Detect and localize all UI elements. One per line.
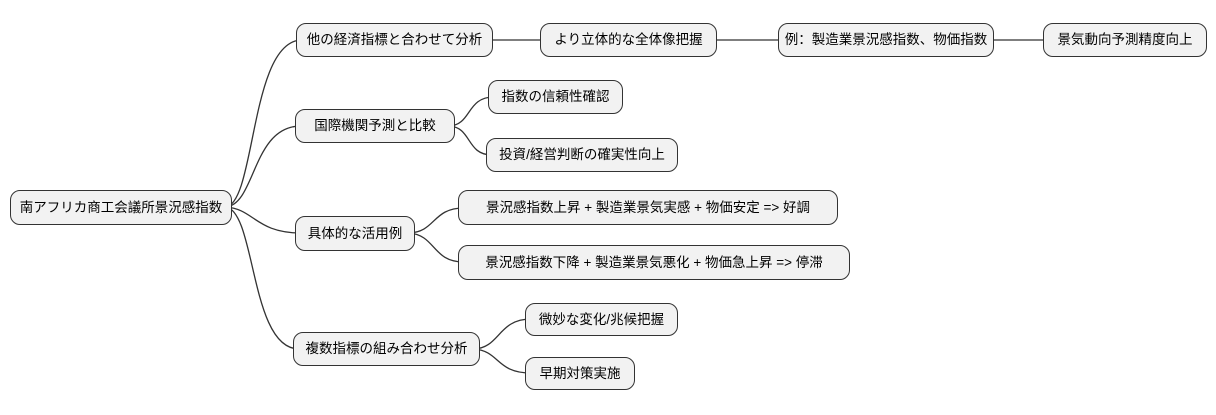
node-branch4-child2: 早期対策実施 — [525, 357, 635, 390]
node-branch2: 国際機関予測と比較 — [295, 109, 455, 143]
edge-branch3-to-child1 — [408, 207, 465, 234]
edge-branch4-to-child1 — [473, 318, 532, 350]
edge-root-to-branch1 — [225, 39, 303, 208]
edge-branch3-to-child2 — [408, 232, 465, 263]
node-branch3-child2: 景況感指数下降 + 製造業景気悪化 + 物価急上昇 => 停滞 — [458, 245, 850, 280]
edge-branch4-to-child2 — [473, 348, 532, 374]
edge-root-to-branch2 — [225, 125, 302, 208]
node-branch2-child1: 指数の信頼性確認 — [488, 80, 623, 114]
node-branch3: 具体的な活用例 — [295, 216, 415, 251]
node-branch4-child1: 微妙な変化/兆候把握 — [525, 303, 678, 336]
node-branch4: 複数指標の組み合わせ分析 — [293, 332, 480, 366]
node-root: 南アフリカ商工会議所景況感指数 — [10, 190, 232, 225]
node-branch3-child1: 景況感指数上昇 + 製造業景気実感 + 物価安定 => 好調 — [458, 190, 838, 225]
node-branch1-level4: 景気動向予測精度向上 — [1043, 23, 1207, 57]
edge-root-to-branch4 — [225, 206, 300, 350]
edge-root-to-branch3 — [225, 206, 302, 234]
node-branch1: 他の経済指標と合わせて分析 — [296, 23, 493, 57]
node-branch2-child2: 投資/経営判断の確実性向上 — [486, 138, 678, 172]
node-branch1-level2: より立体的な全体像把握 — [540, 23, 717, 57]
node-branch1-level3: 例：製造業景況感指数、物価指数 — [778, 23, 994, 57]
